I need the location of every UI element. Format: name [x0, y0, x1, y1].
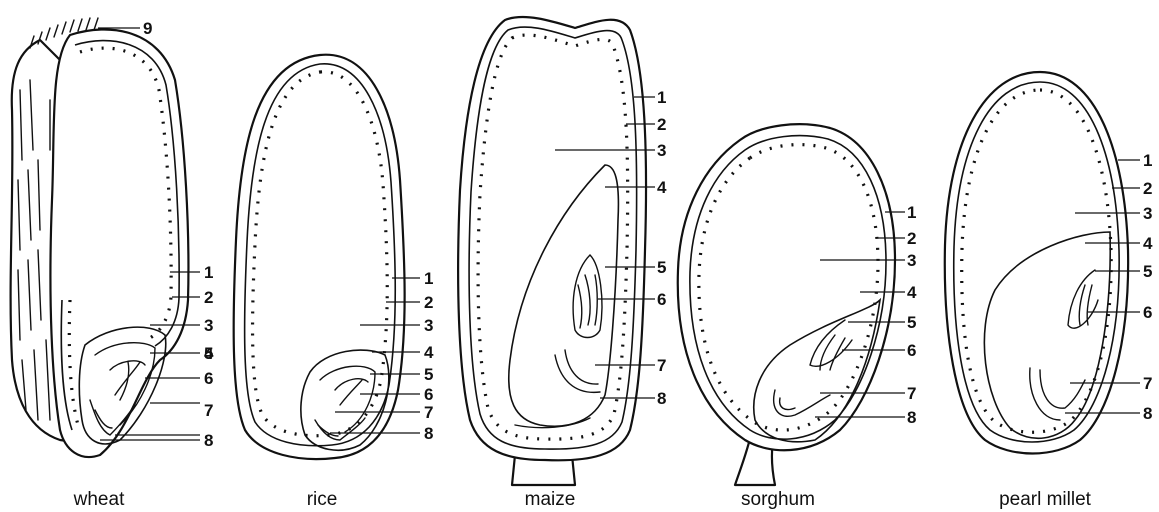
wheat-label-8: 8	[204, 431, 213, 450]
grain-name-rice: rice	[307, 489, 338, 510]
wheat-grain: 9 1 2 3 4 5 6 7 8	[11, 18, 214, 457]
sorghum-label-5: 5	[907, 313, 916, 332]
maize-label-7: 7	[657, 356, 666, 375]
maize-label-3: 3	[657, 141, 666, 160]
pearl-millet-label-2: 2	[1143, 179, 1152, 198]
rice-label-2: 2	[424, 293, 433, 312]
sorghum-label-8: 8	[907, 408, 916, 427]
sorghum-grain: 1 2 3 4 5 6 7 8	[678, 124, 917, 485]
maize-label-4: 4	[657, 178, 667, 197]
wheat-label-5: 5	[204, 344, 213, 363]
rice-label-8: 8	[424, 424, 433, 443]
pearl-millet-label-4: 4	[1143, 234, 1153, 253]
rice-label-1: 1	[424, 269, 433, 288]
sorghum-label-4: 4	[907, 283, 917, 302]
grain-name-sorghum: sorghum	[741, 489, 815, 510]
pearl-millet-label-5: 5	[1143, 262, 1152, 281]
wheat-label-7: 7	[204, 401, 213, 420]
wheat-label-1: 1	[204, 263, 213, 282]
maize-label-5: 5	[657, 258, 666, 277]
wheat-label-6: 6	[204, 369, 213, 388]
wheat-label-3: 3	[204, 316, 213, 335]
sorghum-label-2: 2	[907, 229, 916, 248]
grain-name-wheat: wheat	[73, 489, 125, 510]
sorghum-label-3: 3	[907, 251, 916, 270]
maize-label-8: 8	[657, 389, 666, 408]
maize-label-1: 1	[657, 88, 666, 107]
wheat-label-9: 9	[143, 19, 152, 38]
maize-label-6: 6	[657, 290, 666, 309]
sorghum-label-7: 7	[907, 384, 916, 403]
sorghum-label-1: 1	[907, 203, 916, 222]
sorghum-outline	[678, 124, 895, 450]
pearl-millet-label-7: 7	[1143, 374, 1152, 393]
sorghum-label-6: 6	[907, 341, 916, 360]
pearl-millet-outline	[945, 72, 1128, 454]
rice-label-3: 3	[424, 316, 433, 335]
rice-label-7: 7	[424, 403, 433, 422]
pearl-millet-label-8: 8	[1143, 404, 1152, 423]
wheat-label-2: 2	[204, 288, 213, 307]
grain-name-maize: maize	[525, 489, 576, 510]
pearl-millet-label-1: 1	[1143, 151, 1152, 170]
rice-outline	[234, 55, 405, 459]
rice-label-4: 4	[424, 343, 434, 362]
pearl-millet-label-3: 3	[1143, 204, 1152, 223]
rice-grain: 1 2 3 4 5 6 7 8	[234, 55, 434, 459]
rice-label-5: 5	[424, 365, 433, 384]
grain-name-pearl-millet: pearl millet	[999, 489, 1092, 510]
maize-grain: 1 2 3 4 5 6 7 8	[458, 17, 667, 485]
rice-label-6: 6	[424, 385, 433, 404]
pearl-millet-grain: 1 2 3 4 5 6 7 8	[945, 72, 1153, 454]
maize-label-2: 2	[657, 115, 666, 134]
pearl-millet-label-6: 6	[1143, 303, 1152, 322]
